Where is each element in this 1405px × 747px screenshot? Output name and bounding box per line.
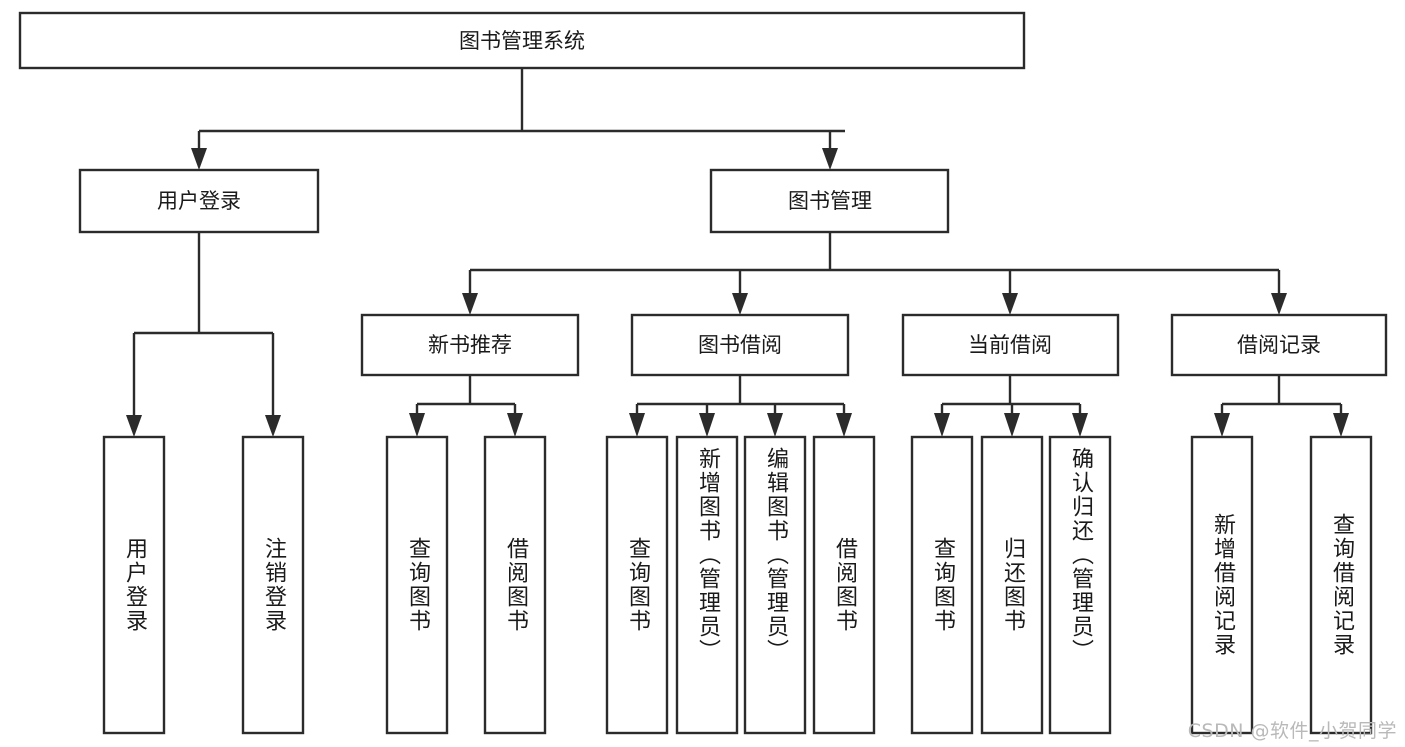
leaf-box-edit-book[interactable] — [743, 435, 807, 735]
leaf-box-borrow-book-1[interactable] — [483, 435, 547, 735]
arrowhead-leaf-add-record — [1214, 413, 1230, 437]
leaf-box-user-login[interactable] — [102, 435, 166, 735]
arrowhead-leaf-query-book-2 — [629, 413, 645, 437]
leaf-box-confirm-return[interactable] — [1048, 435, 1112, 735]
leaf-box-query-book-2[interactable] — [605, 435, 669, 735]
node-book-borrow-box[interactable] — [630, 313, 850, 377]
arrowhead-leaf-query-record — [1333, 413, 1349, 437]
arrowhead-leaf-query-book-1 — [409, 413, 425, 437]
connector-group-root — [191, 68, 845, 170]
leaf-box-add-record[interactable] — [1190, 435, 1254, 735]
leaf-box-logout[interactable] — [241, 435, 305, 735]
node-borrow-record[interactable]: 借阅记录 — [1170, 313, 1388, 377]
node-new-book-rec-box[interactable] — [360, 313, 580, 377]
node-new-book-rec-label: 新书推荐 — [428, 333, 512, 357]
arrowhead-leaf-logout — [265, 415, 281, 437]
leaf-box-borrow-book-2[interactable] — [812, 435, 876, 735]
leaf-box-query-book-1[interactable] — [385, 435, 449, 735]
node-root-label: 图书管理系统 — [459, 29, 585, 53]
arrowhead-leaf-edit-book — [767, 413, 783, 437]
connector-group-book-manage — [462, 232, 1287, 315]
arrowhead-borrow-record — [1271, 293, 1287, 315]
node-book-borrow-label: 图书借阅 — [698, 333, 782, 357]
leaf-box-query-book-3[interactable] — [910, 435, 974, 735]
node-book-manage[interactable]: 图书管理 — [709, 168, 950, 234]
node-current-borrow[interactable]: 当前借阅 — [901, 313, 1120, 377]
node-current-borrow-label: 当前借阅 — [968, 333, 1052, 357]
node-new-book-rec[interactable]: 新书推荐 — [360, 313, 580, 377]
arrowhead-current-borrow — [1002, 293, 1018, 315]
leaf-box-query-record[interactable] — [1309, 435, 1373, 735]
node-book-manage-label: 图书管理 — [788, 189, 872, 213]
arrowhead-leaf-user-login — [126, 415, 142, 437]
connector-group-user-login — [126, 232, 281, 437]
node-book-manage-box[interactable] — [709, 168, 950, 234]
node-current-borrow-box[interactable] — [901, 313, 1120, 377]
node-user-login-label: 用户登录 — [157, 189, 241, 213]
arrowhead-leaf-confirm-return — [1072, 413, 1088, 437]
node-user-login-box[interactable] — [78, 168, 320, 234]
arrowhead-leaf-query-book-3 — [934, 413, 950, 437]
leaf-box-add-book[interactable] — [675, 435, 739, 735]
connector-group-book-borrow — [629, 375, 852, 437]
arrowhead-book-manage — [822, 148, 838, 170]
arrowhead-user-login — [191, 148, 207, 170]
node-root[interactable]: 图书管理系统 — [18, 11, 1026, 70]
node-book-borrow[interactable]: 图书借阅 — [630, 313, 850, 377]
node-user-login[interactable]: 用户登录 — [78, 168, 320, 234]
leaf-box-return-book[interactable] — [980, 435, 1044, 735]
node-borrow-record-box[interactable] — [1170, 313, 1388, 377]
connector-group-new-book-rec — [409, 375, 523, 437]
connector-group-borrow-record — [1214, 375, 1349, 437]
arrowhead-leaf-borrow-book-2 — [836, 413, 852, 437]
arrowhead-book-borrow — [732, 293, 748, 315]
connector-group-current-borrow — [934, 375, 1088, 437]
node-root-box[interactable] — [18, 11, 1026, 70]
arrowhead-leaf-return-book — [1004, 413, 1020, 437]
node-borrow-record-label: 借阅记录 — [1237, 333, 1321, 357]
arrowhead-leaf-borrow-book-1 — [507, 413, 523, 437]
arrowhead-leaf-add-book — [699, 413, 715, 437]
arrowhead-new-book-rec — [462, 293, 478, 315]
